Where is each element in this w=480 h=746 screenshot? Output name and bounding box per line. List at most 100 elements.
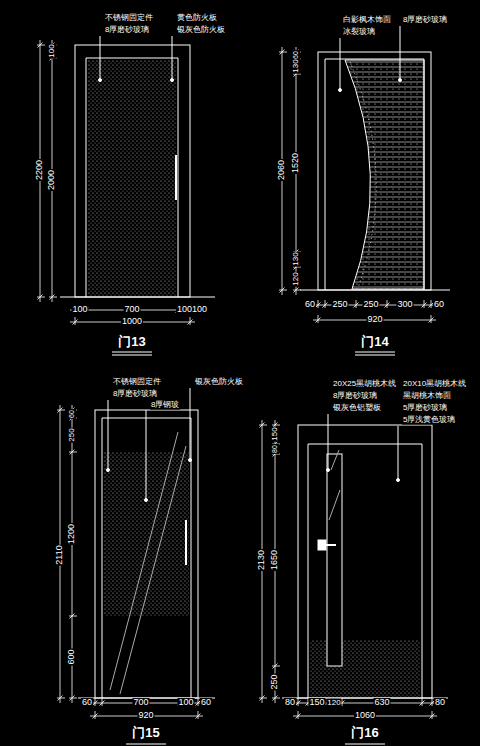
dimension-line	[298, 711, 299, 719]
dimension-line	[100, 701, 105, 706]
dimension-line	[58, 696, 63, 701]
dimension: 1000	[121, 317, 143, 327]
dimension-line	[259, 698, 267, 699]
dimension-line	[196, 714, 201, 719]
dimension: 60	[81, 698, 93, 708]
dimension-line	[273, 664, 278, 669]
dimension: 1650	[270, 549, 280, 571]
dimension-line	[316, 318, 321, 323]
dimension: 80	[284, 698, 296, 708]
dimension-line	[69, 698, 77, 699]
dimension-line	[198, 698, 199, 706]
callout: 8厚磨砂玻璃	[112, 390, 158, 399]
dimension: 60	[433, 300, 445, 310]
dimension: 700	[123, 305, 140, 315]
dimension: 80	[434, 698, 446, 708]
callout: 8厚磨砂玻璃	[104, 26, 150, 35]
dimension: 60	[68, 409, 76, 419]
dimension-line	[260, 423, 265, 428]
dimension-line	[272, 666, 280, 667]
dimension-line	[296, 714, 301, 719]
dimension: 630	[373, 698, 390, 708]
dimension-line	[70, 450, 75, 455]
dimension: 700	[132, 698, 149, 708]
dimension-line	[298, 698, 299, 706]
dimension-line	[58, 408, 63, 413]
dimension-line	[70, 696, 75, 701]
dimension: 150	[308, 698, 325, 708]
dimension-line	[431, 315, 432, 323]
dimension-line	[93, 701, 98, 706]
dimension-line	[280, 50, 285, 55]
dimension-line	[95, 711, 96, 719]
dimension-line	[70, 614, 75, 619]
dimension: 100	[71, 305, 88, 315]
dimension: 920	[137, 711, 154, 721]
dimension-line	[93, 714, 98, 719]
dimension: 130	[292, 251, 301, 266]
dimension-line	[95, 698, 96, 706]
callout: 不锈钢固定件	[112, 378, 162, 387]
dimension: 2200	[35, 159, 45, 181]
dimension-line	[429, 318, 434, 323]
dimension-line	[279, 290, 287, 291]
dimension-line	[356, 300, 357, 308]
dimension: 60	[200, 698, 212, 708]
dimension-line	[190, 317, 191, 325]
dimension: 250	[68, 427, 77, 442]
dimension-line	[431, 300, 432, 308]
callout: 黑胡桃木饰面	[402, 392, 452, 401]
dimension-line	[422, 698, 423, 706]
dimension: 100	[177, 698, 194, 708]
dimension: 80	[271, 444, 279, 454]
dimension-line	[279, 52, 287, 53]
door-title: 门16	[350, 726, 379, 740]
dimension: 100100	[176, 305, 208, 315]
dimension: 120	[292, 271, 301, 286]
dimension-line	[69, 616, 77, 617]
dimension: 1060	[354, 711, 376, 721]
dimension-line	[420, 701, 425, 706]
dimension-line	[422, 303, 427, 308]
callout: 银灰色铝塑板	[332, 404, 382, 413]
dimension: 2000	[47, 169, 57, 191]
callout: 银灰色防火板	[176, 26, 226, 35]
dimension-line	[69, 452, 77, 453]
callout: 5厚磨砂玻璃	[402, 404, 448, 413]
dimension-line	[273, 696, 278, 701]
dimension-line	[198, 711, 199, 719]
dimension-line	[102, 698, 103, 706]
dimension-line	[387, 300, 388, 308]
dimension-line	[385, 303, 390, 308]
dimension-line	[272, 698, 280, 699]
dimension-line	[188, 320, 193, 325]
dimension: 250	[362, 300, 379, 310]
dimension: 920	[366, 315, 383, 325]
dimension-line	[296, 701, 301, 706]
dimension-line	[259, 425, 267, 426]
dimension: 1520	[291, 152, 301, 174]
callout: 黄色防火板	[176, 14, 218, 23]
callout: 白影枫木饰面	[342, 16, 392, 25]
dimension-line	[38, 43, 43, 48]
dimension-line	[37, 45, 45, 46]
dimension-line	[316, 303, 321, 308]
callout: 5厚浅黄色玻璃	[402, 416, 456, 425]
dimension-line	[432, 698, 433, 706]
dimension: 2110	[55, 544, 65, 565]
dimension: 250	[270, 673, 280, 690]
dimension-line	[354, 303, 359, 308]
callout: 不锈钢固定件	[104, 14, 154, 23]
dimension: 600	[67, 648, 77, 665]
callout: 8厚磨砂玻璃	[402, 16, 448, 25]
dimension-line	[38, 295, 43, 300]
dimension-line	[424, 300, 425, 308]
dimension-line	[49, 297, 57, 298]
dimension: 60	[304, 300, 316, 310]
dimension-line	[57, 698, 65, 699]
door-title: 门13	[117, 335, 146, 349]
dimension-line	[57, 410, 65, 411]
dimension-line	[430, 714, 435, 719]
